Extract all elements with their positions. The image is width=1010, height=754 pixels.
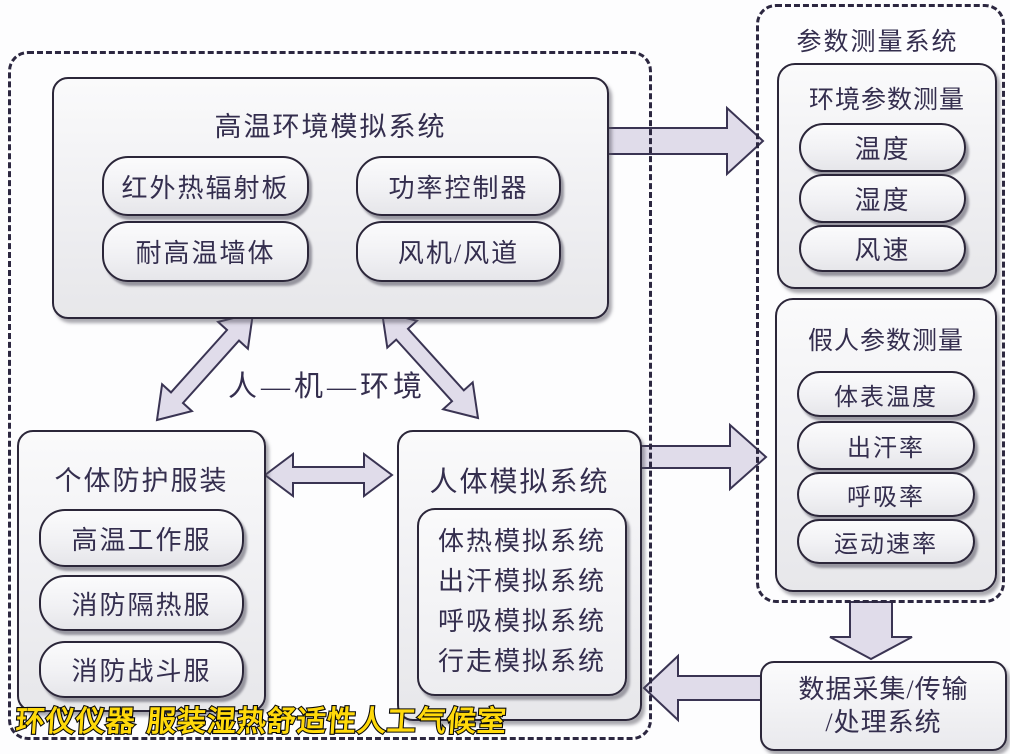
hot-env-item-heat-resistant-wall: 耐高温墙体 [102, 221, 309, 282]
data-system-line1: 数据采集/传输 [798, 675, 969, 704]
manikin-item-movement-speed: 运动速率 [797, 519, 975, 564]
data-system-line2: /处理系统 [825, 708, 942, 737]
hot-env-item-power-controller: 功率控制器 [356, 156, 561, 216]
watermark-caption: 环仪仪器 服装湿热舒适性人工气候室 [14, 703, 510, 739]
env-measure-label: 湿度 [854, 186, 911, 215]
ppe-item-label: 消防隔热服 [71, 590, 212, 620]
hot-env-title: 高温环境模拟系统 [214, 112, 447, 142]
manikin-item-label: 运动速率 [834, 532, 938, 558]
env-measure-item-humidity: 湿度 [799, 174, 966, 223]
human-sim-subsystem: 行走模拟系统 [437, 647, 606, 676]
measurement-system-title: 参数测量系统 [796, 29, 959, 56]
data-system-box: 数据采集/传输 /处理系统 [760, 661, 1007, 751]
hot-env-item-label: 风机/风道 [397, 239, 520, 268]
arrow-human-sim-to-manikin-icon [638, 422, 768, 492]
human-sim-panel: 人体模拟系统 体热模拟系统 出汗模拟系统 呼吸模拟系统 行走模拟系统 [397, 430, 642, 721]
env-measure-label: 风速 [854, 236, 911, 265]
ppe-item-fire-insulation-suit: 消防隔热服 [39, 575, 244, 631]
manikin-item-sweat-rate: 出汗率 [797, 421, 975, 470]
ppe-item-label: 高温工作服 [71, 525, 212, 555]
manikin-measure-panel: 假人参数测量 体表温度 出汗率 呼吸率 运动速率 [775, 298, 997, 592]
env-measure-label: 温度 [854, 135, 911, 164]
env-measure-panel: 环境参数测量 温度 湿度 风速 [777, 63, 997, 289]
manikin-item-breathing-rate: 呼吸率 [797, 472, 975, 517]
human-sim-subsystem: 体热模拟系统 [437, 527, 606, 556]
arrow-data-system-to-human-sim-icon [642, 653, 762, 723]
env-measure-title: 环境参数测量 [808, 87, 965, 114]
human-sim-subsystem: 出汗模拟系统 [437, 567, 606, 596]
ppe-item-fire-combat-suit: 消防战斗服 [39, 641, 244, 698]
ppe-title: 个体防护服装 [54, 466, 229, 496]
simulation-zone-dashed-container [8, 51, 652, 740]
manikin-item-skin-temperature: 体表温度 [797, 371, 975, 417]
ppe-item-high-temp-workwear: 高温工作服 [39, 509, 244, 567]
hot-env-item-label: 功率控制器 [388, 173, 529, 203]
arrow-measurement-to-data-system-icon [829, 601, 913, 661]
manikin-item-label: 出汗率 [847, 436, 925, 462]
ppe-panel: 个体防护服装 高温工作服 消防隔热服 消防战斗服 [17, 430, 266, 712]
human-sim-title: 人体模拟系统 [429, 467, 610, 498]
hot-env-item-fan-duct: 风机/风道 [356, 221, 561, 282]
ppe-item-label: 消防战斗服 [71, 657, 212, 686]
env-measure-item-temperature: 温度 [799, 123, 966, 172]
manikin-measure-title: 假人参数测量 [807, 328, 964, 355]
hot-env-item-infrared-panel: 红外热辐射板 [102, 156, 309, 216]
hot-env-panel: 高温环境模拟系统 红外热辐射板 功率控制器 耐高温墙体 风机/风道 [52, 77, 609, 319]
measurement-zone-dashed-container [756, 4, 1005, 603]
manikin-item-label: 体表温度 [834, 384, 938, 411]
human-machine-environment-label: 人—机—环境 [228, 371, 427, 403]
env-measure-item-wind-speed: 风速 [799, 225, 966, 272]
human-sim-subsystems-box: 体热模拟系统 出汗模拟系统 呼吸模拟系统 行走模拟系统 [417, 508, 627, 696]
hot-env-item-label: 耐高温墙体 [135, 239, 276, 268]
hot-env-item-label: 红外热辐射板 [121, 173, 290, 203]
human-sim-subsystem: 呼吸模拟系统 [437, 607, 606, 636]
manikin-item-label: 呼吸率 [847, 485, 925, 511]
